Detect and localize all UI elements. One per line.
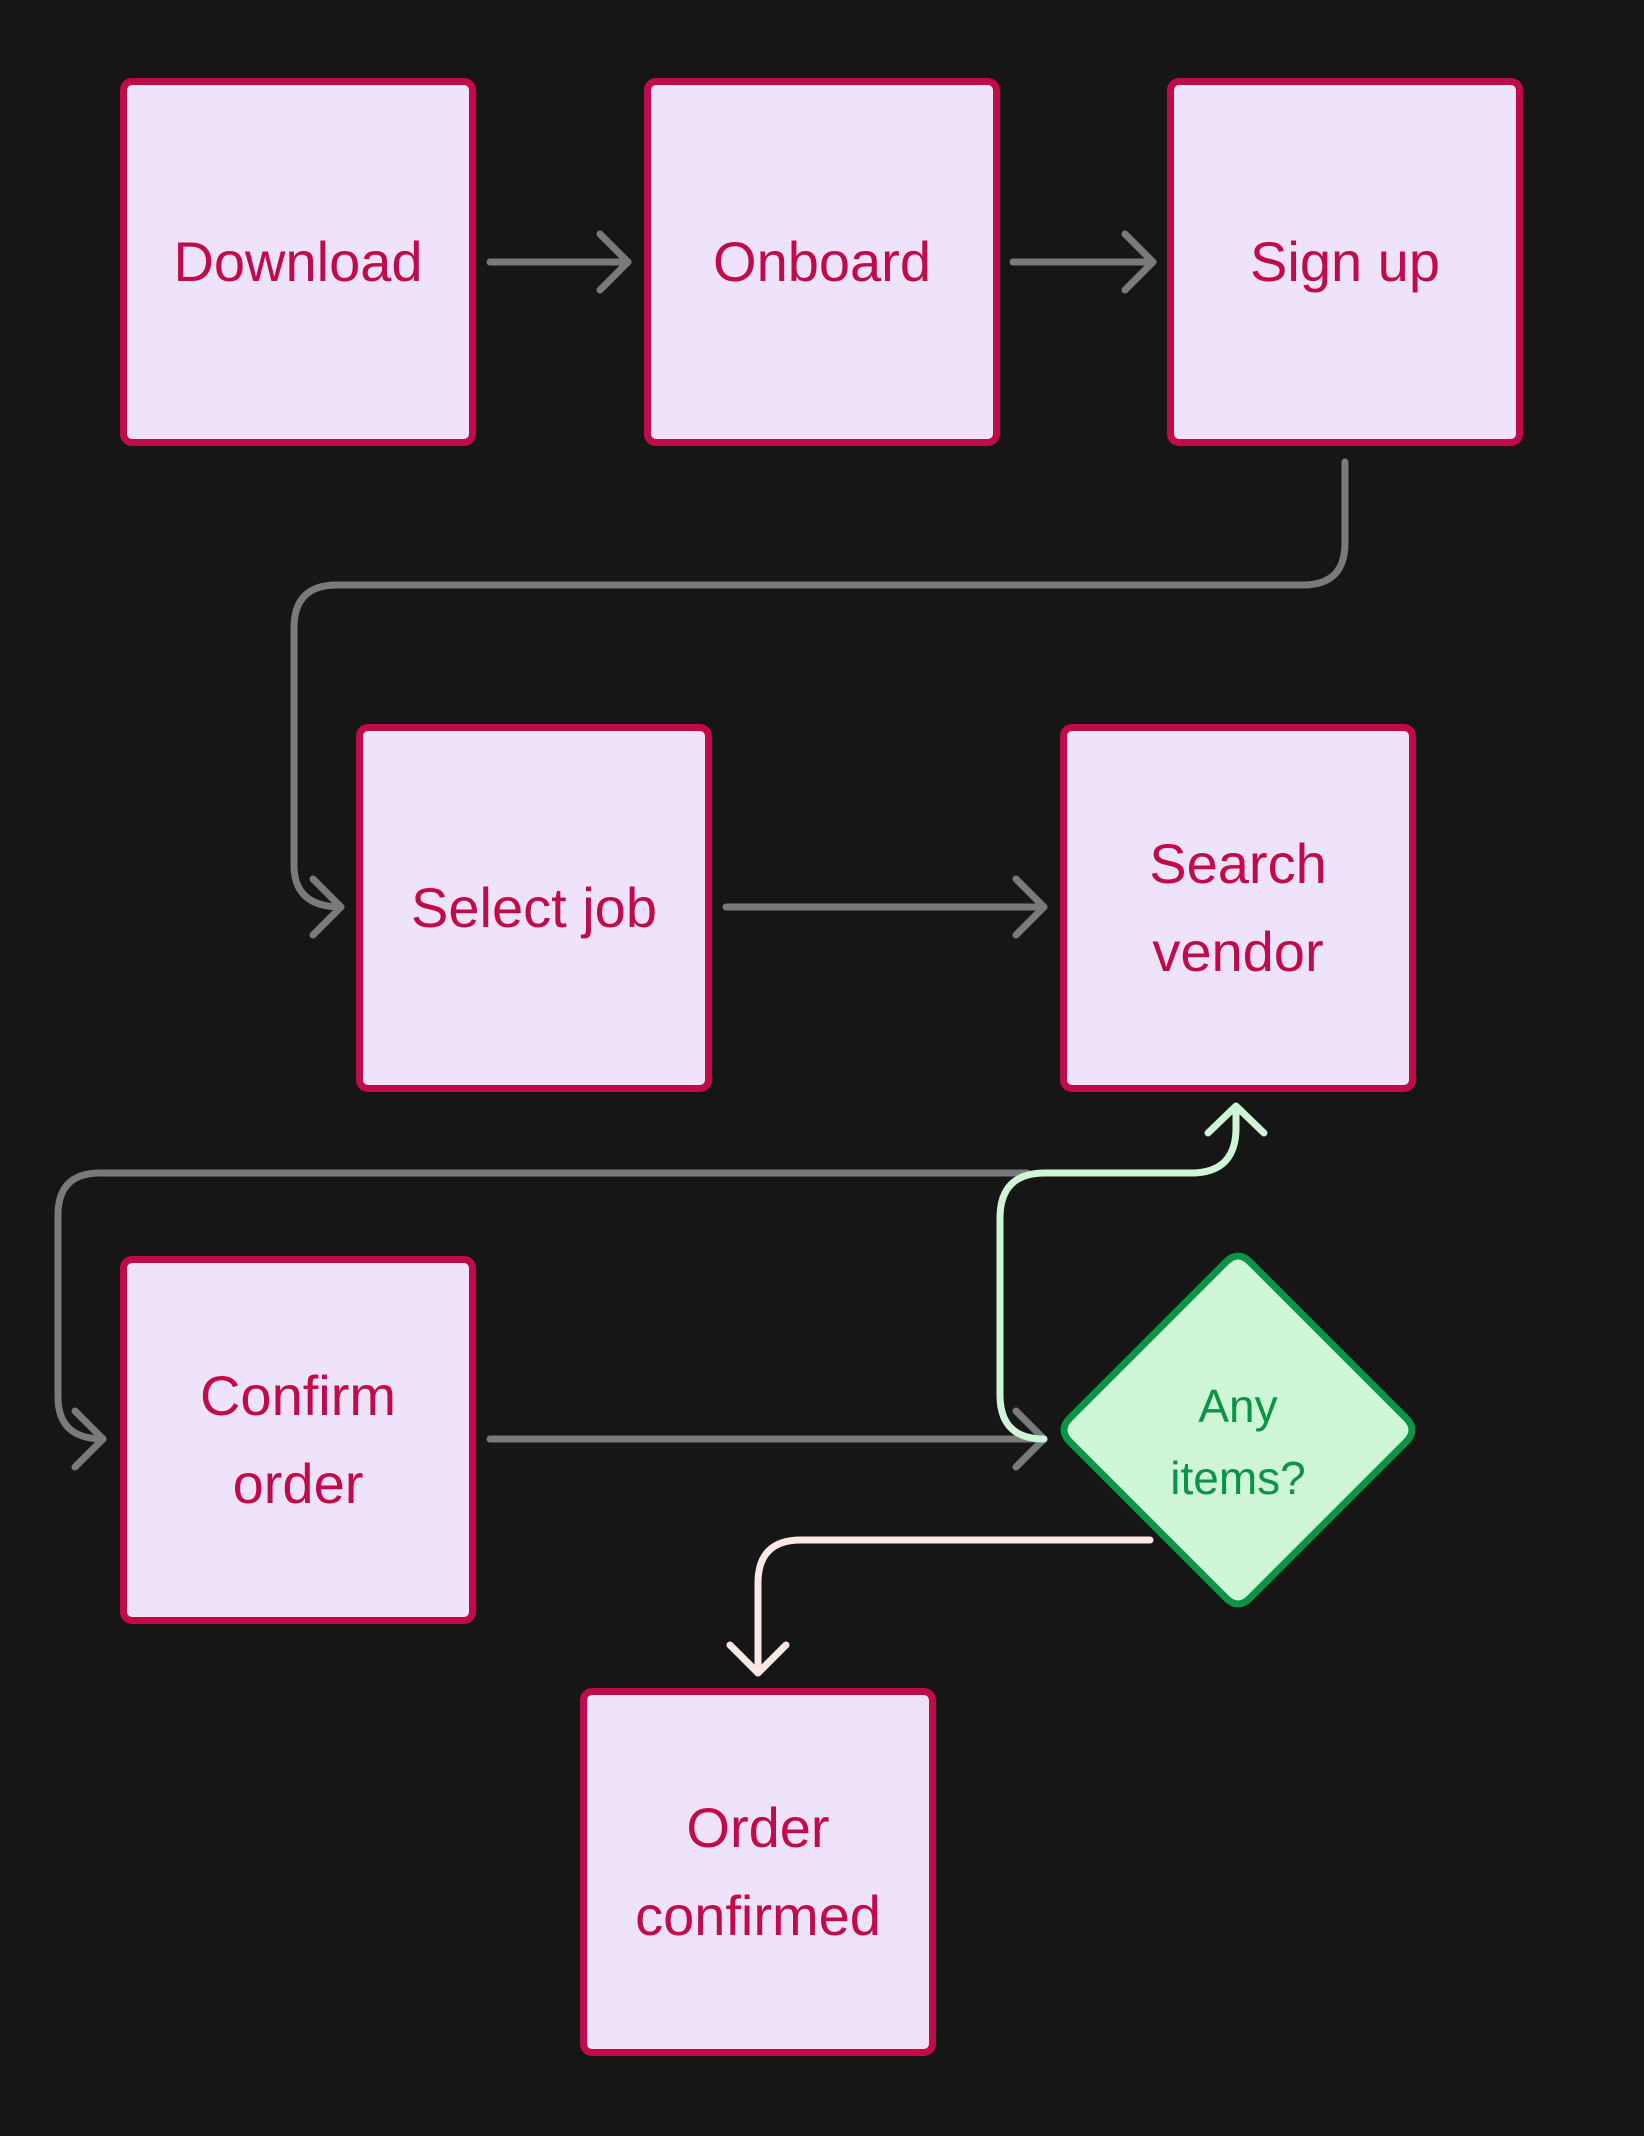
decision-label-any-items[interactable]: Any items? <box>1080 1370 1396 1514</box>
node-order-confirmed[interactable]: Order confirmed <box>580 1688 936 2056</box>
node-label: Order confirmed <box>635 1796 881 1947</box>
decision-diamond-any-items <box>1060 1252 1416 1608</box>
edge-onboard-to-sign-up <box>1009 230 1157 294</box>
edge-confirm-order-to-any-items <box>486 1407 1048 1471</box>
node-select-job[interactable]: Select job <box>356 724 712 1092</box>
node-label: Sign up <box>1250 230 1440 293</box>
edge-select-job-to-search-vendor <box>722 875 1048 939</box>
node-confirm-order[interactable]: Confirm order <box>120 1256 476 1624</box>
node-label: Search vendor <box>1149 832 1327 983</box>
node-sign-up[interactable]: Sign up <box>1167 78 1523 446</box>
node-label: Any items? <box>1170 1380 1306 1504</box>
node-label: Download <box>173 230 423 293</box>
node-onboard[interactable]: Onboard <box>644 78 1000 446</box>
edge-any-items-to-order-confirmed <box>726 1536 1154 1677</box>
node-download[interactable]: Download <box>120 78 476 446</box>
node-label: Select job <box>411 876 657 939</box>
node-search-vendor[interactable]: Search vendor <box>1060 724 1416 1092</box>
edge-sign-up-to-select-job <box>290 458 1349 939</box>
edge-any-items-to-search-vendor <box>996 1102 1268 1443</box>
node-label: Confirm order <box>199 1364 397 1515</box>
edge-download-to-onboard <box>486 230 632 294</box>
edge-search-vendor-to-confirm-order <box>54 1169 1031 1471</box>
node-label: Onboard <box>713 230 931 293</box>
